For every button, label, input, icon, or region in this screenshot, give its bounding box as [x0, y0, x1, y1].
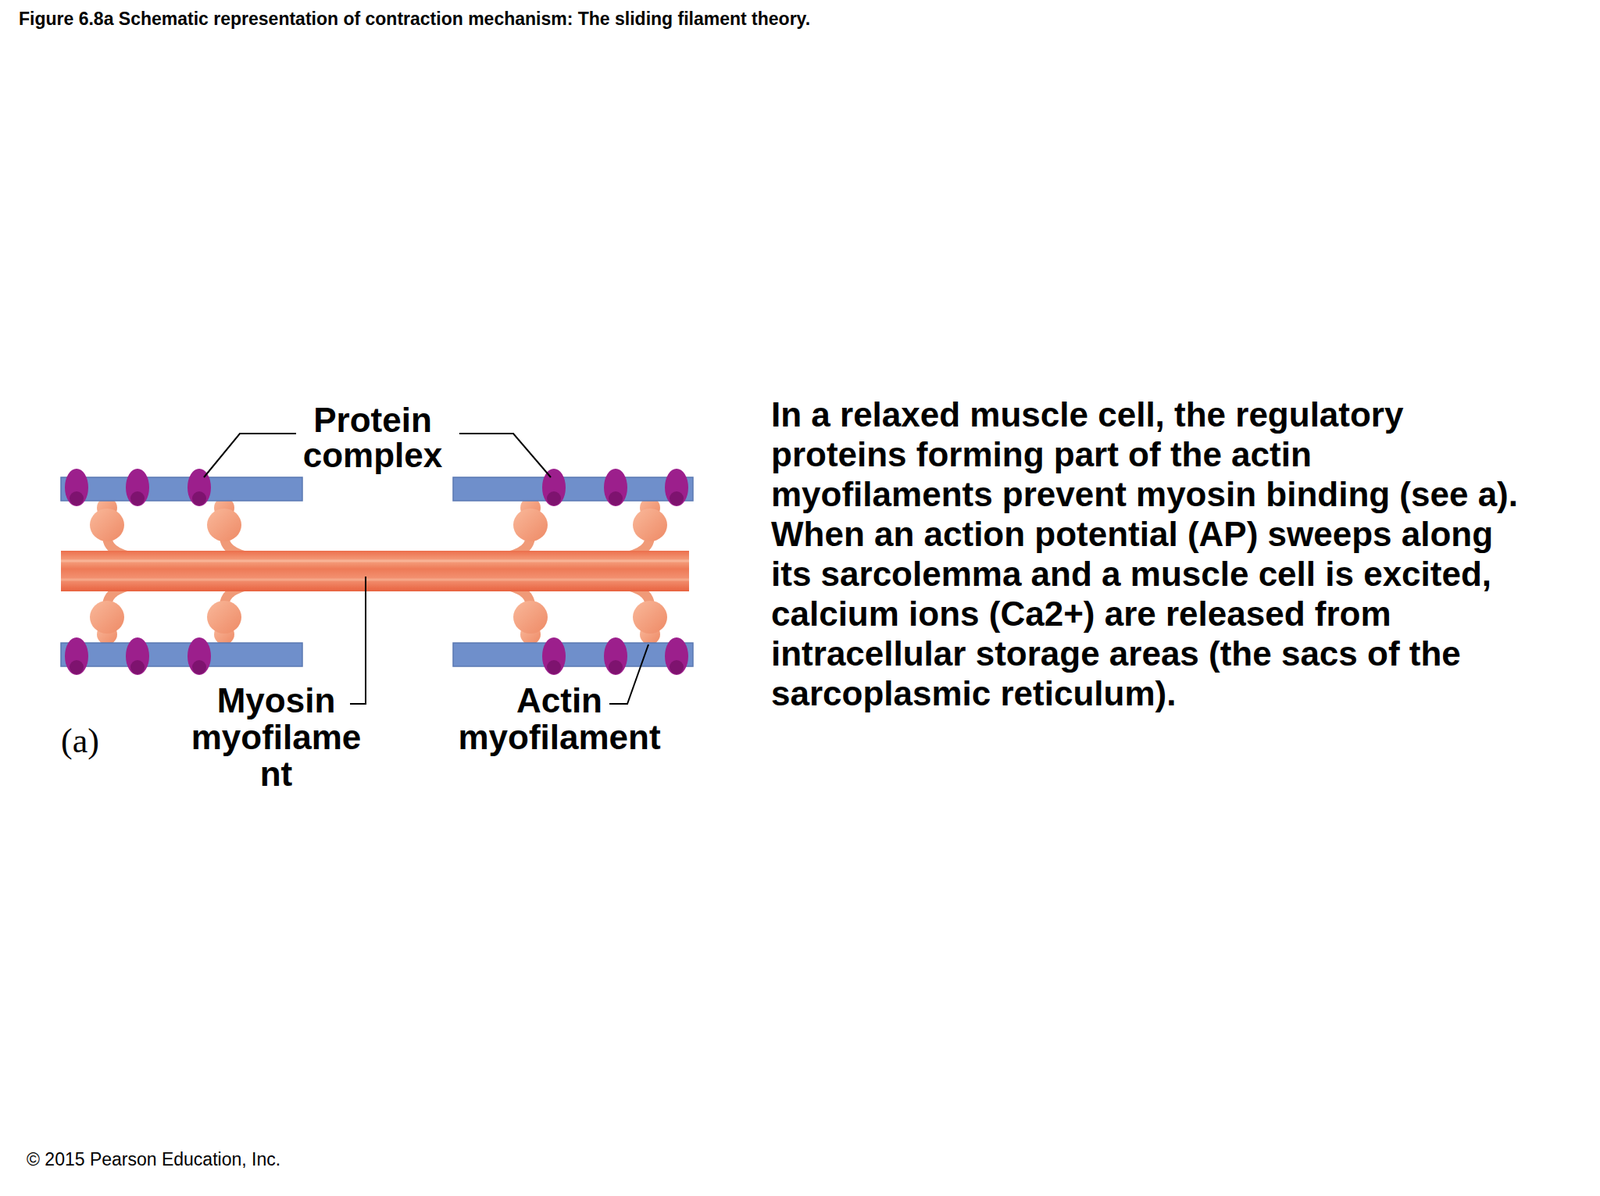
protein-complex — [546, 660, 561, 675]
myosin-head — [89, 600, 125, 634]
myosin-head — [207, 600, 242, 634]
myosin-head — [207, 508, 242, 542]
myosin-head — [632, 600, 668, 634]
protein-complex — [542, 468, 566, 507]
protein-complex — [69, 660, 84, 675]
protein-complex — [69, 491, 84, 506]
myosin-head — [513, 508, 548, 542]
part-label: Protein complex — [278, 402, 467, 473]
protein-complex — [192, 660, 207, 675]
myosin-filament — [60, 550, 690, 592]
protein-complex — [669, 660, 684, 675]
protein-complex — [664, 637, 689, 675]
myosin-head — [632, 508, 668, 542]
protein-complex — [664, 468, 689, 507]
protein-complex — [192, 491, 207, 506]
protein-complex — [603, 637, 628, 675]
part-label: Myosin myofilament — [184, 682, 368, 793]
protein-complex — [669, 491, 684, 506]
protein-complex — [130, 660, 145, 675]
protein-complex — [603, 468, 628, 507]
myosin-head — [513, 600, 548, 634]
protein-complex — [125, 637, 150, 675]
figure-title: Figure 6.8a Schematic representation of … — [18, 7, 1113, 30]
protein-complex — [125, 468, 150, 507]
panel-letter: (a) — [60, 721, 155, 761]
protein-complex — [608, 491, 623, 506]
protein-complex — [187, 468, 211, 507]
protein-complex — [187, 637, 211, 675]
leader-lines — [203, 433, 649, 704]
protein-complex — [608, 660, 623, 675]
protein-complex — [64, 468, 89, 507]
protein-complex — [546, 491, 561, 506]
part-label: Actin myofilament — [434, 682, 685, 756]
protein-complex — [130, 491, 145, 506]
actin-filaments — [60, 477, 693, 667]
protein-complex — [64, 637, 89, 675]
myosin-head — [89, 508, 125, 542]
protein-complex — [542, 637, 566, 675]
copyright-note: © 2015 Pearson Education, Inc. — [26, 1148, 496, 1171]
description-text: In a relaxed muscle cell, the regulatory… — [771, 394, 1537, 714]
